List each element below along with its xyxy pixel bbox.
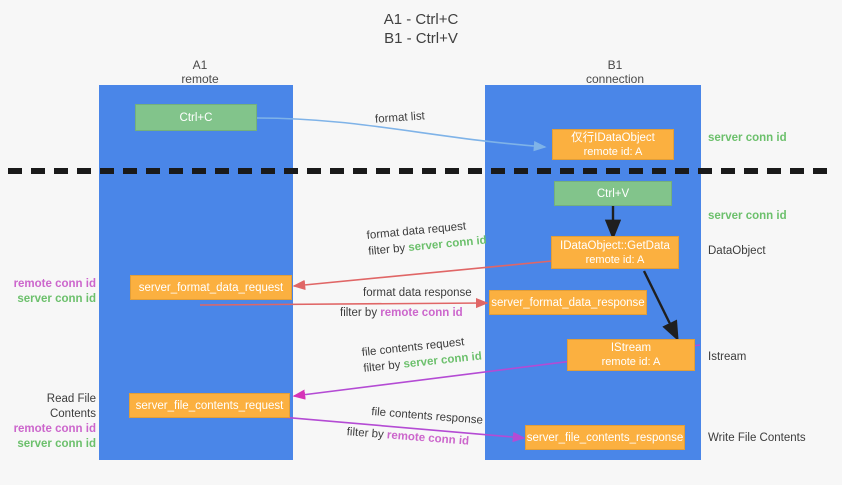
box-idataobject-label: 仅行IDataObject [571,131,655,144]
box-server-format-data-request[interactable]: server_format_data_request [130,275,292,300]
column-header-b1: B1 connection [545,58,685,86]
box-server-file-contents-response[interactable]: server_file_contents_response [525,425,685,450]
right-label-dataobject: DataObject [708,245,766,257]
box-server-file-contents-response-label: server_file_contents_response [526,431,684,444]
box-ctrl-v-label: Ctrl+V [596,187,630,200]
arrow-label-file-contents-response-filter: filter by remote conn id [346,424,482,451]
left-label-server-conn-id-1: server conn id [17,293,96,305]
filter-prefix-4: filter by [346,426,388,442]
phase-separator [8,168,834,174]
column-a1-role: remote [181,72,219,86]
left-label-remote-conn-id-1: remote conn id [13,278,96,290]
arrow-label-format-data-response: format data response filter by remote co… [340,285,472,321]
title-line-1: A1 - Ctrl+C [383,11,459,28]
filter-prefix-2: filter by [340,307,381,319]
left-label-format-block: remote conn id server conn id [8,277,96,307]
box-idataobject-sub: remote id: A [583,145,643,158]
box-ctrl-c-label: Ctrl+C [179,111,213,124]
right-label-server-conn-id-1: server conn id [708,132,787,144]
box-istream[interactable]: IStream remote id: A [567,339,695,371]
right-label-istream: Istream [708,351,747,363]
arrow-label-format-data-response-filter: filter by remote conn id [340,305,472,321]
column-b1-name: B1 [607,58,623,72]
right-label-server-conn-id-2: server conn id [708,210,787,222]
box-server-format-data-response[interactable]: server_format_data_response [489,290,647,315]
filter-prefix-3: filter by [362,358,405,375]
arrow-label-file-contents-response-line1: file contents response [370,405,484,427]
filter-conn-4: remote conn id [386,429,470,448]
box-ctrl-c[interactable]: Ctrl+C [135,104,257,131]
title-line-2: B1 - Ctrl+V [384,30,458,47]
box-ctrl-v[interactable]: Ctrl+V [554,181,672,206]
arrow-label-format-list: format list [374,110,426,126]
left-label-server-conn-id-2: server conn id [17,438,96,450]
filter-prefix-1: filter by [367,242,409,258]
left-label-read-file-contents: Read File Contents [46,393,96,420]
arrow-label-format-data-request: format data request filter by server con… [366,217,487,260]
box-server-format-data-request-label: server_format_data_request [138,281,284,294]
arrow-label-format-data-response-line1: format data response [363,287,472,299]
box-idataobject-getdata[interactable]: IDataObject::GetData remote id: A [551,236,679,269]
column-a1-name: A1 [192,58,208,72]
box-server-file-contents-request-label: server_file_contents_request [135,399,284,412]
box-getdata-label: IDataObject::GetData [560,239,670,252]
column-b1-role: connection [585,72,645,86]
box-server-file-contents-request[interactable]: server_file_contents_request [129,393,290,418]
arrow-label-file-contents-response: file contents response filter by remote … [346,404,484,451]
right-label-write-file-contents: Write File Contents [708,432,806,444]
box-istream-label: IStream [610,342,652,354]
left-label-remote-conn-id-2: remote conn id [13,423,96,435]
box-idataobject[interactable]: 仅行IDataObject remote id: A [552,129,674,160]
left-label-file-block: Read File Contents remote conn id server… [4,392,96,452]
column-header-a1: A1 remote [140,58,260,86]
box-server-format-data-response-label: server_format_data_response [491,296,645,309]
box-getdata-sub: remote id: A [585,253,645,266]
box-istream-sub: remote id: A [601,356,661,368]
page-title: A1 - Ctrl+C B1 - Ctrl+V [0,10,842,48]
filter-conn-2: remote conn id [380,307,463,319]
arrow-label-file-contents-request: file contents request filter by server c… [361,333,483,377]
